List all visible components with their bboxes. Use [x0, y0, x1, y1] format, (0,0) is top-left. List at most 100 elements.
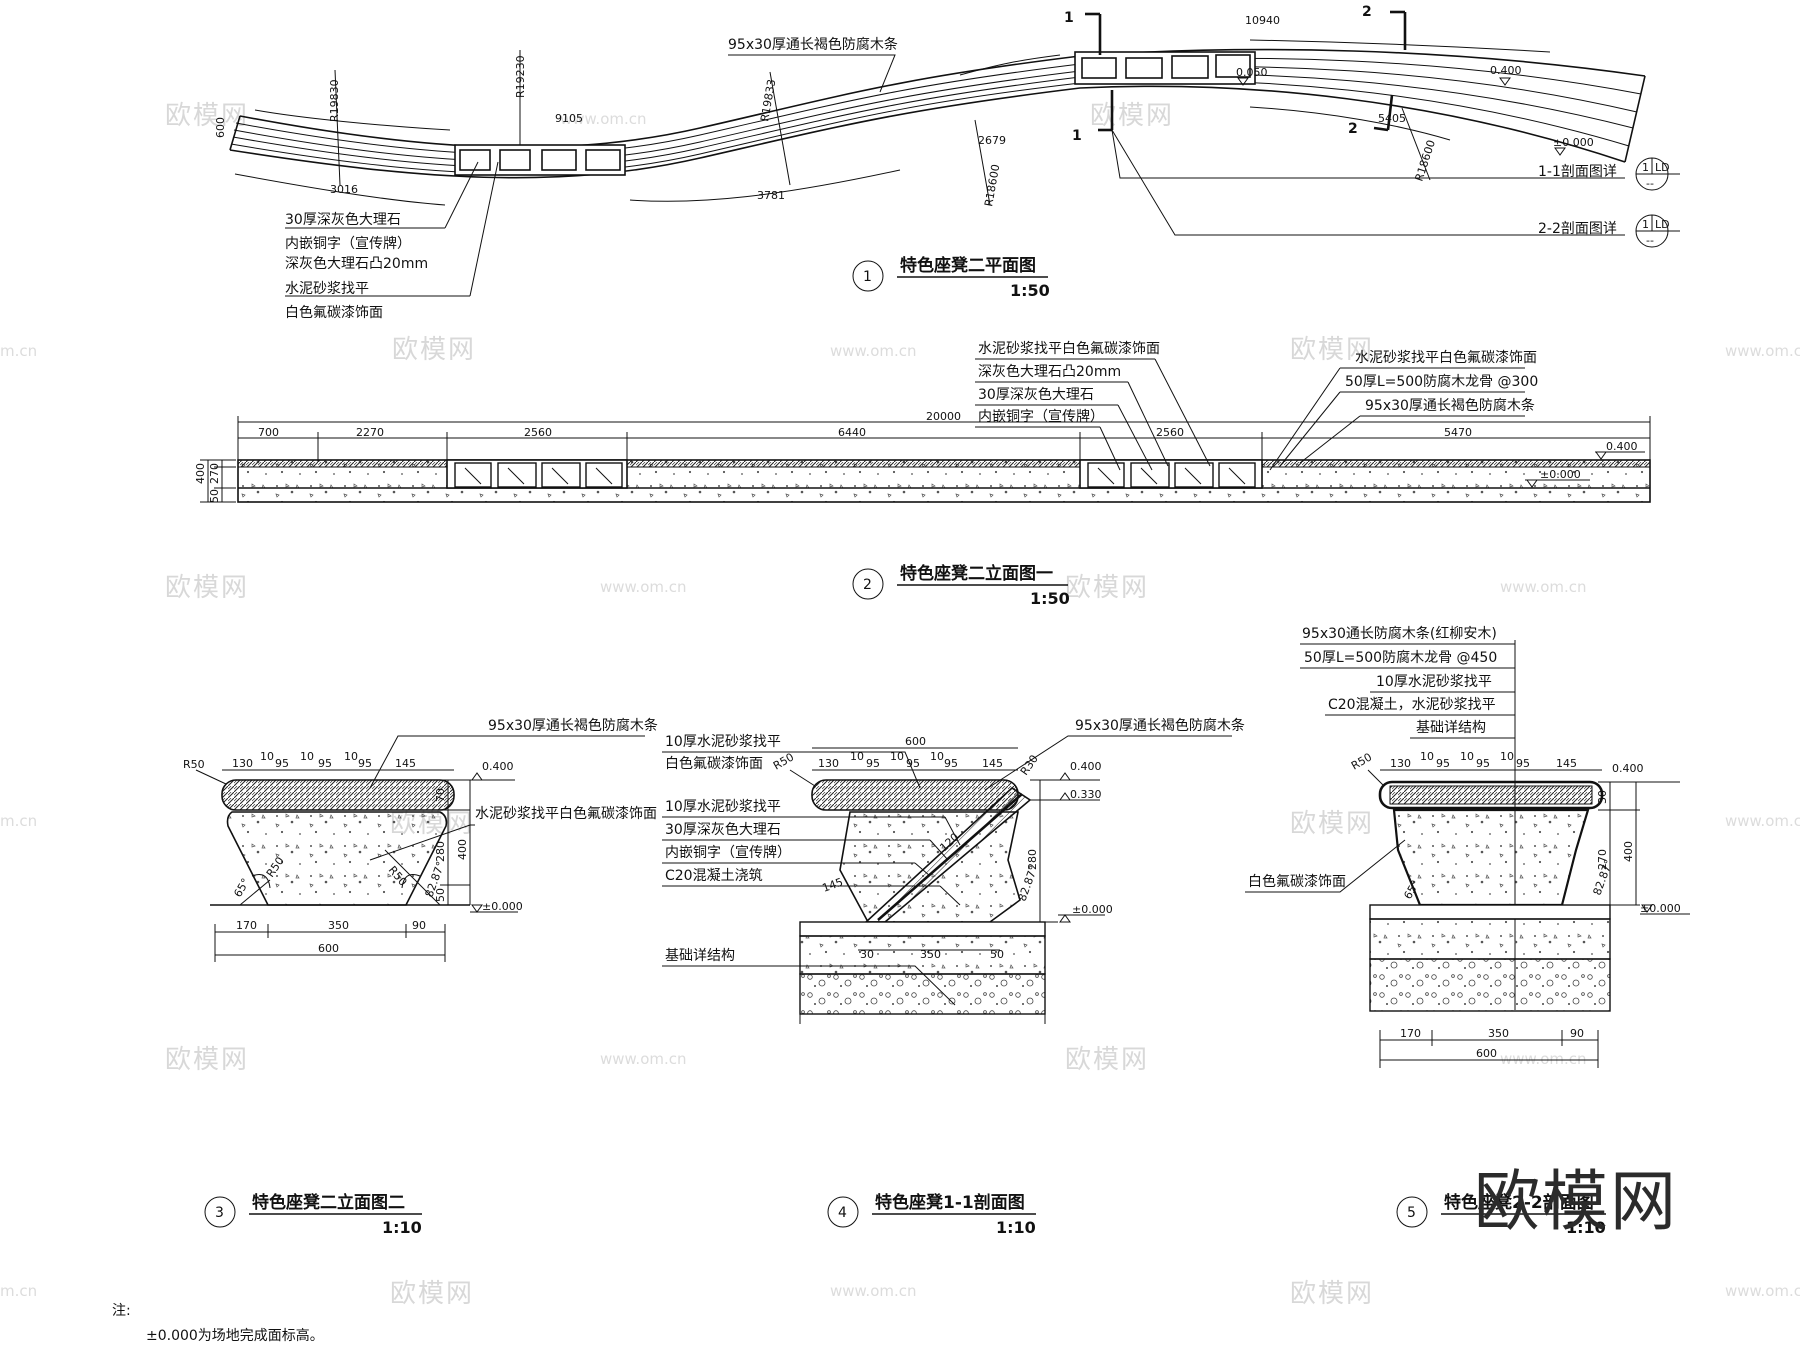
elev1-label: 水泥砂浆找平白色氟碳漆饰面: [1355, 349, 1537, 366]
elev1-title-block: 2 特色座凳二立面图一 1:50: [852, 563, 1070, 608]
plan-radius-label: R19830: [328, 79, 341, 122]
elev2-top-dim: 130: [232, 757, 253, 770]
watermark-brand: 欧模网: [1065, 573, 1149, 603]
elev1-level: 0.400: [1606, 440, 1638, 453]
elev2-top-dim: 95: [358, 757, 372, 770]
sec1-top-dim: 145: [982, 757, 1003, 770]
sec2-height-dim: 400: [1622, 841, 1635, 862]
elev2-top-dim: 10: [344, 750, 358, 763]
plan-level-label: 0.050: [1236, 66, 1268, 79]
sec2-bottom-dims: [1379, 1030, 1599, 1068]
sec1-inner-dim: 350: [920, 948, 941, 961]
sec2-label: 95x30通长防腐木条(红柳安木): [1302, 625, 1497, 642]
watermark-brand: 欧模网: [392, 335, 476, 365]
plan-dim-label: 600: [214, 117, 227, 138]
elev1-label: 30厚深灰色大理石: [978, 386, 1094, 403]
watermark-brand: 欧模网: [165, 101, 249, 131]
watermark-url: www.om.cn: [1500, 578, 1587, 596]
plan-title-block: 1 特色座凳二平面图 1:50: [852, 255, 1050, 300]
sec1-label: C20混凝土浇筑: [665, 868, 763, 884]
sec2-concrete-core: [1392, 808, 1590, 907]
drawing-number: 2: [863, 577, 872, 593]
elev2-bottom-dim: 350: [328, 919, 349, 932]
sec1-copper-letter-line: [877, 793, 1023, 921]
section-ref-1: 1-1剖面图详 1 LD --: [1538, 157, 1680, 191]
sec1-angle: 82.87°: [1016, 864, 1041, 903]
plan-bench-inner-edge: [229, 85, 1626, 179]
plan-wood-leader: [728, 54, 896, 93]
plan-level-markers: [1237, 77, 1566, 156]
sec1-right-dims: [1030, 779, 1058, 923]
plan-section-cut-1: 1 1: [1064, 10, 1114, 144]
section-2-2: 130 10 95 10 95 10 95 145 170 350 90 600…: [1245, 625, 1690, 1237]
elev1-label: 水泥砂浆找平白色氟碳漆饰面: [978, 340, 1160, 357]
drawing-number: 1: [863, 269, 872, 285]
sec2-label: 10厚水泥砂浆找平: [1376, 674, 1492, 690]
sec1-label-leaders: [662, 816, 961, 906]
sec2-angle: 82.87°: [1591, 858, 1616, 897]
elev2-radius-leader: [239, 879, 271, 906]
elev1-label: 内嵌铜字（宣传牌）: [978, 408, 1104, 425]
plan-dim-label: 3781: [757, 189, 785, 202]
sec1-label: 基础详结构: [665, 947, 735, 964]
elev1-left-dim: 400: [194, 463, 207, 484]
elev1-segment-dim: 5470: [1444, 426, 1472, 439]
elev1-left-dim: 270: [208, 463, 221, 484]
sec2-level-marker: [1641, 904, 1653, 913]
sec1-level-marker: [1059, 792, 1071, 801]
section-ref-sub: --: [1646, 234, 1654, 247]
sec1-label-leader: [662, 965, 956, 1006]
sec1-base-edge: [799, 1014, 1046, 1024]
elev2-bottom-dim: 170: [236, 919, 257, 932]
sec1-level-marker: [1059, 914, 1071, 923]
elev2-level-marker: [471, 772, 483, 781]
watermark-url: www.om.cn: [830, 342, 917, 360]
plan-ref-line: [1111, 129, 1625, 179]
watermark-brand: 欧模网: [1290, 335, 1374, 365]
sec1-wood-seat: [811, 779, 1019, 811]
watermark-brand: 欧模网: [390, 1279, 474, 1309]
sec2-base-gravel: [1369, 958, 1611, 1012]
watermark-url: www.om.cn: [1725, 342, 1800, 360]
elev2-radius-leader: [195, 769, 227, 785]
elev2-level-marker: [471, 904, 483, 913]
elev1-leaders-b: [1269, 367, 1525, 471]
drawing-title: 特色座凳二立面图一: [900, 563, 1053, 584]
watermark-url: m.cn: [0, 342, 37, 360]
elev1-level-marker: [1595, 451, 1607, 460]
elev2-right-dim: 280: [434, 841, 447, 862]
elev1-label: 深灰色大理石凸20mm: [978, 363, 1121, 380]
sec2-top-dim: 130: [1390, 757, 1411, 770]
elev2-top-dim: 95: [318, 757, 332, 770]
plan-marble-inserts: [454, 51, 1256, 176]
section-ref-text: 1-1剖面图详: [1538, 164, 1617, 180]
elevation-one: 20000 700 2270 2560 6440 2560 5470: [194, 340, 1651, 608]
watermark-url: www.om.cn: [830, 1282, 917, 1300]
elev1-level-marker: [1526, 479, 1538, 488]
sec1-title-block: 4 特色座凳1-1剖面图 1:10: [827, 1192, 1036, 1237]
sec2-total-dim: 600: [1476, 1047, 1497, 1060]
watermark-url: www.om.cn: [560, 110, 647, 128]
sec2-top-dim: 95: [1476, 757, 1490, 770]
watermark-brand: 欧模网: [1290, 809, 1374, 839]
sec2-top-dim: 10: [1500, 750, 1514, 763]
sec1-top-dim: 95: [906, 757, 920, 770]
sec2-level: 0.400: [1612, 762, 1644, 775]
elev2-label-leader: [369, 824, 475, 861]
elev2-height-dim: 400: [456, 839, 469, 860]
drawing-title: 特色座凳二立面图二: [252, 1192, 405, 1213]
elev2-concrete-body: [226, 811, 448, 906]
sec2-bottom-dim: 350: [1488, 1027, 1509, 1040]
plan-level-label: 0.400: [1490, 64, 1522, 77]
watermark-url: m.cn: [0, 812, 37, 830]
sec2-right-dim: 30: [1596, 790, 1609, 804]
sec2-label-leader: [1245, 839, 1406, 893]
plan-view: R19830 R19230 R19833 R18600 R18600 600 3…: [214, 4, 1680, 321]
elev2-bottom-dim: 90: [412, 919, 426, 932]
plan-leader-label: 深灰色大理石凸20mm: [285, 255, 428, 272]
watermark-brand: 欧模网: [1090, 101, 1174, 131]
sec1-right-dim: 280: [1026, 849, 1039, 870]
elev1-segment-dim: 2560: [1156, 426, 1184, 439]
sec1-mid-dim: 145: [821, 875, 845, 894]
brand-logo-text: 欧模网: [1474, 1163, 1678, 1240]
